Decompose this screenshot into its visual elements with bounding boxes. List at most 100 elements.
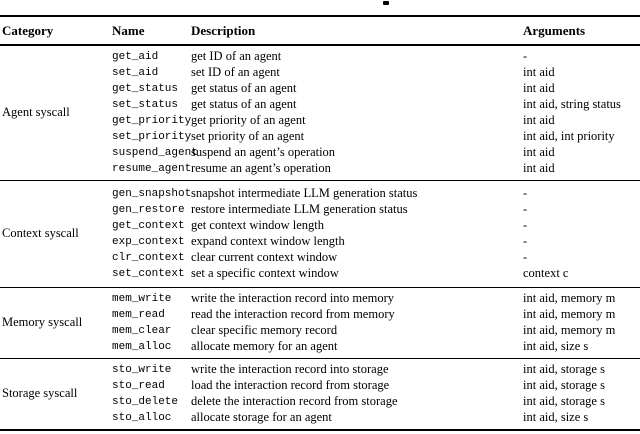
syscall-arguments: context c	[523, 266, 569, 280]
table-top-rule	[0, 15, 640, 17]
syscall-description: get status of an agent	[191, 81, 297, 95]
syscall-description: resume an agent’s operation	[191, 161, 331, 175]
syscall-name: set_aid	[112, 66, 159, 79]
syscall-description: get status of an agent	[191, 97, 297, 111]
table-row: sto_write write the interaction record in…	[112, 362, 640, 378]
table-row: gen_restore restore intermediate LLM gene…	[112, 202, 640, 218]
syscall-name: mem_alloc	[112, 340, 172, 353]
syscall-name: suspend_agent	[112, 146, 198, 159]
syscall-arguments: -	[523, 250, 528, 264]
table-row: sto_delete delete the interaction record …	[112, 394, 640, 410]
syscall-description: set ID of an agent	[191, 65, 280, 79]
syscall-name: sto_delete	[112, 395, 179, 408]
category-cell: Agent syscall	[2, 105, 70, 119]
syscall-name: gen_restore	[112, 203, 185, 216]
syscall-name: get_status	[112, 82, 179, 95]
syscall-arguments: int aid, storage s	[523, 394, 605, 408]
syscall-description: clear specific memory record	[191, 323, 338, 337]
syscall-description: write the interaction record into memory	[191, 291, 395, 305]
table-section-memory-syscall: Memory syscall mem_write write the interac…	[0, 288, 640, 359]
syscall-name: sto_alloc	[112, 411, 172, 424]
category-cell: Context syscall	[2, 226, 79, 240]
syscall-description: get context window length	[191, 218, 324, 232]
table-header-row: Category Name Description Arguments	[0, 17, 640, 44]
table-section-agent-syscall: Agent syscall get_aid get ID of an agent - s…	[0, 46, 640, 181]
syscall-description: get priority of an agent	[191, 113, 306, 127]
table-bottom-rule	[0, 428, 640, 431]
table-row: get_context get context window length -	[112, 218, 640, 234]
table-row: set_aid set ID of an agent int aid	[112, 65, 640, 81]
syscall-arguments: int aid, storage s	[523, 378, 605, 392]
syscall-description: read the interaction record from memory	[191, 307, 395, 321]
syscall-arguments: int aid	[523, 145, 555, 159]
syscall-name: clr_context	[112, 251, 185, 264]
syscall-name: mem_clear	[112, 324, 172, 337]
syscall-name: exp_context	[112, 235, 185, 248]
syscall-description: clear current context window	[191, 250, 338, 264]
syscall-description: set priority of an agent	[191, 129, 305, 143]
syscall-arguments: int aid, memory m	[523, 323, 616, 337]
syscall-name: gen_snapshot	[112, 187, 192, 200]
section-rows: mem_write write the interaction record in…	[112, 288, 640, 358]
syscall-arguments: -	[523, 186, 528, 200]
category-cell: Memory syscall	[2, 315, 83, 329]
syscall-name: get_priority	[112, 114, 192, 127]
syscall-arguments: int aid, string status	[523, 97, 621, 111]
syscall-description: write the interaction record into storag…	[191, 362, 389, 376]
table-row: mem_write write the interaction record in…	[112, 291, 640, 307]
syscall-arguments: int aid	[523, 113, 555, 127]
table-row: get_aid get ID of an agent -	[112, 49, 640, 65]
syscall-name: get_aid	[112, 50, 159, 63]
syscall-name: mem_read	[112, 308, 165, 321]
syscall-description: delete the interaction record from stora…	[191, 394, 398, 408]
category-cell: Storage syscall	[2, 386, 78, 400]
table-row: clr_context clear current context window -	[112, 250, 640, 266]
syscall-arguments: -	[523, 234, 528, 248]
syscall-name: sto_write	[112, 363, 172, 376]
syscall-description: suspend an agent’s operation	[191, 145, 336, 159]
syscall-description: load the interaction record from storage	[191, 378, 390, 392]
syscall-arguments: int aid	[523, 65, 555, 79]
syscall-arguments: -	[523, 218, 528, 232]
syscall-arguments: int aid, size s	[523, 410, 589, 424]
header-description: Description	[191, 22, 256, 38]
table-sections: Agent syscall get_aid get ID of an agent - s…	[0, 46, 640, 429]
syscall-arguments: int aid	[523, 161, 555, 175]
table-row: mem_read read the interaction record from…	[112, 307, 640, 323]
syscall-arguments: -	[523, 202, 528, 216]
syscall-table: Category Name Description Arguments Agen…	[0, 15, 640, 431]
syscall-arguments: -	[523, 49, 528, 63]
syscall-description: snapshot intermediate LLM generation sta…	[191, 186, 418, 200]
syscall-arguments: int aid, storage s	[523, 362, 605, 376]
header-divider-rule	[0, 44, 640, 46]
syscall-name: get_context	[112, 219, 185, 232]
syscall-arguments: int aid, memory m	[523, 307, 616, 321]
caption-remnant-mark	[383, 1, 389, 5]
section-rows: get_aid get ID of an agent - set_aid set ID …	[112, 46, 640, 180]
syscall-description: allocate memory for an agent	[191, 339, 338, 353]
syscall-name: set_context	[112, 267, 185, 280]
syscall-name: set_status	[112, 98, 179, 111]
syscall-name: resume_agent	[112, 162, 192, 175]
syscall-name: set_priority	[112, 130, 192, 143]
table-row: set_status get status of an agent int aid,…	[112, 97, 640, 113]
table-row: mem_clear clear specific memory record int…	[112, 323, 640, 339]
syscall-description: restore intermediate LLM generation stat…	[191, 202, 408, 216]
syscall-description: get ID of an agent	[191, 49, 282, 63]
header-name: Name	[112, 22, 145, 38]
syscall-description: allocate storage for an agent	[191, 410, 332, 424]
syscall-name: mem_write	[112, 292, 172, 305]
syscall-arguments: int aid, int priority	[523, 129, 615, 143]
syscall-arguments: int aid, memory m	[523, 291, 616, 305]
